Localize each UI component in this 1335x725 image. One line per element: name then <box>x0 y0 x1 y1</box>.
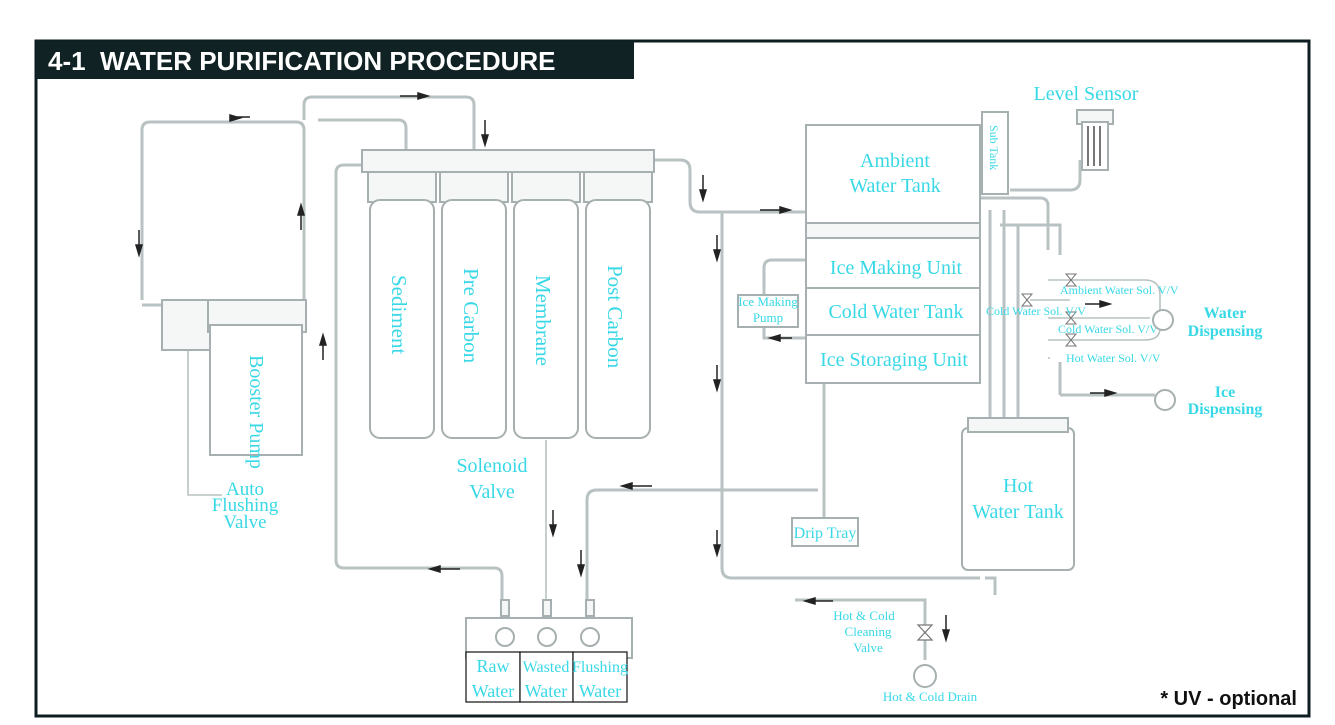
outlet-block: Raw Water Wasted Water Flushing Water <box>465 599 633 703</box>
filter-membrane: Membrane <box>531 275 555 366</box>
filter-sediment: Sediment <box>387 275 411 354</box>
uv-optional-note: * UV - optional <box>1160 688 1297 710</box>
outlet-wasted-bottom: Water <box>525 681 568 701</box>
ambient-tank-label-1: Ambient <box>860 150 930 172</box>
solenoid-valve-label: Solenoid Valve <box>456 455 527 503</box>
drip-tray: Drip Tray <box>791 517 859 547</box>
outlet-wasted-top: Wasted <box>523 659 570 676</box>
outlet-raw-bottom: Water <box>472 681 515 701</box>
outlet-raw-top: Raw <box>477 656 510 676</box>
svg-text:Cleaning: Cleaning <box>845 624 892 639</box>
ambient-sol-valve-label: Ambient Water Sol. V/V <box>1060 283 1179 297</box>
booster-pump: Booster Pump <box>161 299 307 469</box>
page-title: 4-1 WATER PURIFICATION PROCEDURE <box>48 46 556 76</box>
filter-pre-carbon: Pre Carbon <box>459 268 483 364</box>
filter-bank: Sediment Pre Carbon Membrane Post Carbon <box>361 149 655 439</box>
svg-text:Pump: Pump <box>753 310 783 325</box>
level-sensor-label: Level Sensor <box>1034 83 1139 105</box>
sub-tank: Sub Tank <box>981 111 1009 195</box>
auto-flushing-valve-label: Auto Flushing Valve <box>212 479 279 533</box>
ice-dispensing-label: Ice Dispensing <box>1188 384 1263 418</box>
sub-tank-label: Sub Tank <box>987 125 1001 170</box>
svg-text:Valve: Valve <box>853 640 883 655</box>
booster-pump-label: Booster Pump <box>245 355 267 469</box>
hot-tank-label-1: Hot <box>1003 475 1033 497</box>
svg-text:Water: Water <box>1204 305 1247 322</box>
svg-text:Dispensing: Dispensing <box>1188 401 1263 418</box>
filter-post-carbon: Post Carbon <box>603 265 627 369</box>
drain-label: Hot & Cold Drain <box>883 689 978 704</box>
tank-stack: Ambient Water Tank Ice Making Unit Cold … <box>805 124 981 384</box>
svg-text:Hot & Cold: Hot & Cold <box>833 608 895 623</box>
svg-text:Flushing: Flushing <box>212 495 279 516</box>
hot-sol-valve-label: Hot Water Sol. V/V <box>1066 351 1161 365</box>
svg-text:Ice: Ice <box>1215 384 1235 401</box>
hot-water-tank: Hot Water Tank <box>961 417 1075 571</box>
ambient-tank-label-2: Water Tank <box>849 175 941 197</box>
flow-arrows <box>134 91 1118 643</box>
svg-text:Auto: Auto <box>226 479 264 500</box>
svg-text:Dispensing: Dispensing <box>1188 323 1263 340</box>
level-sensor: Level Sensor <box>1034 83 1139 171</box>
outlet-flushing-top: Flushing <box>572 659 628 676</box>
cleaning-valve: Hot & Cold Cleaning Valve Hot & Cold Dra… <box>833 608 977 704</box>
sol-valves: Ambient Water Sol. V/V Cold Water Sol. V… <box>986 273 1179 411</box>
water-dispensing-label: Water Dispensing <box>1188 305 1263 340</box>
svg-text:Solenoid: Solenoid <box>456 455 527 477</box>
hot-tank-label-2: Water Tank <box>972 501 1064 523</box>
cold-sol-valve-1-label: Cold Water Sol. V/V <box>986 304 1086 318</box>
cold-sol-valve-2-label: Cold Water Sol. V/V <box>1058 322 1158 336</box>
outlet-flushing-bottom: Water <box>579 681 622 701</box>
ice-making-pump: Ice Making Pump <box>737 294 799 328</box>
cold-water-tank-label: Cold Water Tank <box>828 301 963 323</box>
svg-text:Ice Making: Ice Making <box>738 294 798 309</box>
svg-text:Valve: Valve <box>223 512 266 533</box>
svg-text:Valve: Valve <box>469 481 515 503</box>
ice-storaging-unit-label: Ice Storaging Unit <box>820 349 968 371</box>
header-banner <box>36 41 634 79</box>
ice-making-unit-label: Ice Making Unit <box>830 257 963 279</box>
drip-tray-label: Drip Tray <box>794 525 857 542</box>
